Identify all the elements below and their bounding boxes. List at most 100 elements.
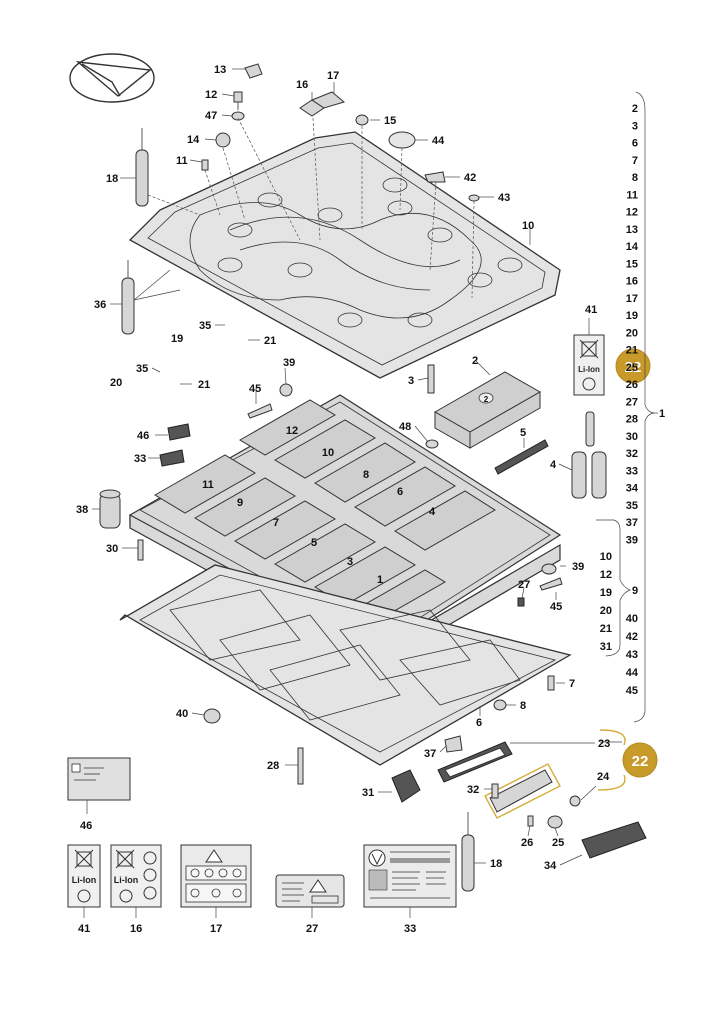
cell-10 xyxy=(274,419,376,479)
callout-7: 7 xyxy=(569,678,575,690)
callout-6: 6 xyxy=(476,717,482,729)
callout-27: 27 xyxy=(518,579,530,591)
top-cover xyxy=(128,131,561,379)
bracket-item-20: 32 xyxy=(626,448,638,460)
callout-10: 10 xyxy=(522,220,534,232)
callout-11: 11 xyxy=(176,155,188,167)
bracket-group-label-9: 9 xyxy=(632,585,638,597)
bracket-item-19: 30 xyxy=(626,431,638,443)
callout-14: 14 xyxy=(187,134,200,146)
callout-44: 44 xyxy=(432,135,445,147)
callout-32: 32 xyxy=(467,784,479,796)
cell-number-8: 8 xyxy=(363,469,369,481)
label-17: 17 xyxy=(180,844,252,935)
svg-text:22: 22 xyxy=(632,753,649,770)
callout-numbers: 13 16 17 12 47 15 14 44 11 18 42 43 10 3… xyxy=(76,64,610,872)
bracket-item-5: 11 xyxy=(626,189,638,201)
recycle-icon xyxy=(119,889,133,903)
bottom-plate xyxy=(119,564,572,766)
bracket-item-7: 13 xyxy=(626,224,638,236)
bracket-item-0: 2 xyxy=(632,103,638,115)
bracket-lower-right-item-2: 43 xyxy=(626,649,638,661)
callout-leaders xyxy=(92,68,622,866)
callout-17: 17 xyxy=(327,70,339,82)
bracket-item-22: 34 xyxy=(626,483,639,495)
bracket-item-16: 26 xyxy=(626,379,638,391)
bracket-item-17: 27 xyxy=(626,396,638,408)
module-top-number: 2 xyxy=(484,395,489,404)
crossed-bin-icon xyxy=(74,849,94,869)
label-33: 33 xyxy=(363,844,457,935)
recycle-icon xyxy=(582,377,596,391)
bracket-item-18: 28 xyxy=(626,414,638,426)
bracket-item-4: 8 xyxy=(632,172,638,184)
callout-33: 33 xyxy=(134,453,146,465)
cell-6 xyxy=(354,466,456,527)
callout-39: 39 xyxy=(283,357,295,369)
connector-assembly xyxy=(391,735,647,892)
cell-number-10: 10 xyxy=(322,447,334,459)
bracket-lower-right-item-0: 40 xyxy=(626,613,638,625)
bracket-item-10: 16 xyxy=(626,276,638,288)
callout-18b: 18 xyxy=(490,858,502,870)
top-leader-lines xyxy=(133,117,475,301)
callout-16b: 16 xyxy=(130,923,142,935)
callout-3: 3 xyxy=(408,375,414,387)
bracket-item-25: 39 xyxy=(626,534,638,546)
callout-21: 21 xyxy=(264,335,276,347)
callout-21b: 21 xyxy=(198,379,210,391)
top-hardware xyxy=(121,63,480,335)
bracket-item-3: 7 xyxy=(632,155,638,167)
callout-28: 28 xyxy=(267,760,279,772)
callout-48: 48 xyxy=(399,421,411,433)
callout-19: 19 xyxy=(171,333,183,345)
bracket-lower-item-1: 12 xyxy=(600,569,612,581)
bracket-item-list: 2367811121314151617192021252627283032333… xyxy=(626,103,639,546)
bracket-item-8: 14 xyxy=(626,241,639,253)
cell-modules: 12 10 8 6 4 11 9 7 5 3 1 xyxy=(154,399,496,623)
label-41: Li-Ion 41 xyxy=(67,844,101,935)
callout-31: 31 xyxy=(362,787,374,799)
bracket-lower-item-4: 21 xyxy=(600,623,612,635)
bracket-item-9: 15 xyxy=(626,258,638,270)
callout-41: 41 xyxy=(585,304,597,316)
right-side-parts: 2 Li-Ion xyxy=(99,334,607,785)
callout-46: 46 xyxy=(137,430,149,442)
callout-46b: 46 xyxy=(80,820,92,832)
label-27: 27 xyxy=(275,874,345,935)
recycle-icon xyxy=(77,889,91,903)
cell-number-9: 9 xyxy=(237,497,243,509)
callout-41b: 41 xyxy=(78,923,90,935)
cell-7 xyxy=(234,500,336,560)
callout-34: 34 xyxy=(544,860,557,872)
bracket-item-11: 17 xyxy=(626,293,638,305)
callout-20: 20 xyxy=(110,377,122,389)
callout-47: 47 xyxy=(205,110,217,122)
bracket-item-24: 37 xyxy=(626,517,638,529)
bracket-lower-item-2: 19 xyxy=(600,587,612,599)
bracket-lower-item-5: 31 xyxy=(600,641,612,653)
cell-number-5: 5 xyxy=(311,537,317,549)
warning-triangle-icon xyxy=(205,849,223,863)
bracket-item-15: 25 xyxy=(626,362,638,374)
callout-37: 37 xyxy=(424,748,436,760)
crossed-bin-icon xyxy=(115,849,135,869)
cell-12 xyxy=(239,399,336,456)
cell-9 xyxy=(194,477,296,537)
callout-2: 2 xyxy=(472,355,478,367)
cell-5 xyxy=(274,523,376,583)
vw-logo-icon xyxy=(368,849,386,867)
callout-27b: 27 xyxy=(306,923,318,935)
assembly-badge-bottom: 22 xyxy=(597,729,658,791)
callout-12: 12 xyxy=(205,89,217,101)
warning-triangle-icon xyxy=(309,879,327,893)
callout-24: 24 xyxy=(597,771,610,783)
callout-16: 16 xyxy=(296,79,308,91)
bracket-lower-right-item-3: 44 xyxy=(626,667,639,679)
cell-number-6: 6 xyxy=(397,486,403,498)
callout-18: 18 xyxy=(106,173,118,185)
